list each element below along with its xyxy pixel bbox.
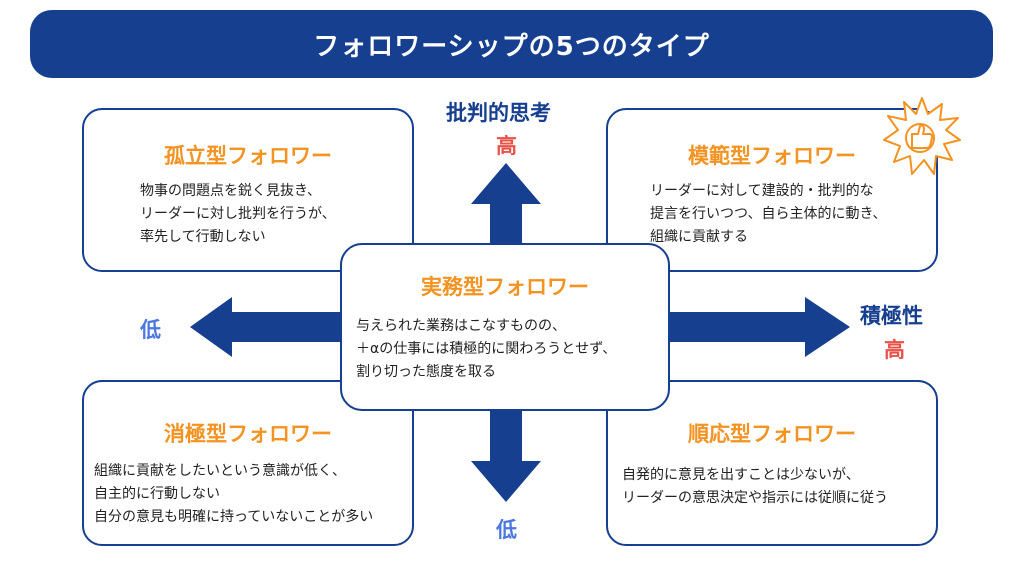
pragmatist-follower-title: 実務型フォロワー	[421, 275, 589, 299]
conformist-follower-description: 自発的に意見を出すことは少ないが、 リーダーの意思決定や指示には従順に従う	[622, 464, 888, 510]
arrow-right	[669, 297, 850, 357]
vertical-axis-title: 批判的思考	[446, 101, 551, 125]
arrow-left	[190, 297, 341, 357]
description-line: 組織に貢献をしたいという意識が低く、	[94, 463, 346, 479]
horizontal-axis-high-label: 高	[884, 338, 905, 362]
vertical-axis-high-label: 高	[496, 134, 517, 158]
isolated-follower-title: 孤立型フォロワー	[164, 144, 332, 168]
description-line: 与えられた業務はこなすものの、	[356, 318, 566, 334]
conformist-follower-box: 順応型フォロワー 自発的に意見を出すことは少ないが、 リーダーの意思決定や指示に…	[606, 380, 938, 546]
vertical-axis-low-label: 低	[496, 518, 517, 542]
description-line: 組織に貢献する	[650, 229, 748, 245]
title-banner: フォロワーシップの5つのタイプ	[30, 10, 993, 78]
description-line: 物事の問題点を鋭く見抜き、	[140, 183, 322, 199]
description-line: 率先して行動しない	[140, 229, 266, 245]
exemplary-follower-box: 模範型フォロワー リーダーに対して建設的・批判的な 提言を行いつつ、自ら主体的に…	[606, 108, 938, 272]
passive-follower-title: 消極型フォロワー	[164, 422, 332, 446]
exemplary-follower-title: 模範型フォロワー	[688, 144, 856, 168]
horizontal-axis-title: 積極性	[860, 304, 923, 328]
description-line: 割り切った態度を取る	[356, 364, 496, 380]
description-line: ＋αの仕事には積極的に関わろうとせず、	[356, 341, 617, 357]
page-title: フォロワーシップの5つのタイプ	[313, 31, 710, 62]
pragmatist-follower-box: 実務型フォロワー 与えられた業務はこなすものの、 ＋αの仕事には積極的に関わろう…	[340, 243, 670, 411]
isolated-follower-box: 孤立型フォロワー 物事の問題点を鋭く見抜き、 リーダーに対し批判を行うが、 率先…	[82, 108, 414, 272]
description-line: リーダーに対し批判を行うが、	[140, 206, 336, 222]
thumbs-up-sticker-icon	[883, 97, 961, 175]
description-line: リーダーに対して建設的・批判的な	[650, 183, 874, 199]
horizontal-axis-low-label: 低	[140, 318, 161, 342]
description-line: リーダーの意思決定や指示には従順に従う	[622, 490, 888, 506]
conformist-follower-title: 順応型フォロワー	[688, 422, 856, 446]
description-line: 自分の意見も明確に持っていないことが多い	[94, 509, 374, 525]
arrow-up	[471, 163, 541, 245]
passive-follower-description: 組織に貢献をしたいという意識が低く、 自主的に行動しない 自分の意見も明確に持っ…	[94, 460, 373, 529]
isolated-follower-description: 物事の問題点を鋭く見抜き、 リーダーに対し批判を行うが、 率先して行動しない	[140, 180, 336, 249]
arrow-down	[471, 410, 541, 502]
description-line: 自発的に意見を出すことは少ないが、	[622, 467, 860, 483]
pragmatist-follower-description: 与えられた業務はこなすものの、 ＋αの仕事には積極的に関わろうとせず、 割り切っ…	[356, 315, 616, 384]
exemplary-follower-description: リーダーに対して建設的・批判的な 提言を行いつつ、自ら主体的に動き、 組織に貢献…	[650, 180, 886, 249]
description-line: 提言を行いつつ、自ら主体的に動き、	[650, 206, 887, 222]
description-line: 自主的に行動しない	[94, 486, 220, 502]
